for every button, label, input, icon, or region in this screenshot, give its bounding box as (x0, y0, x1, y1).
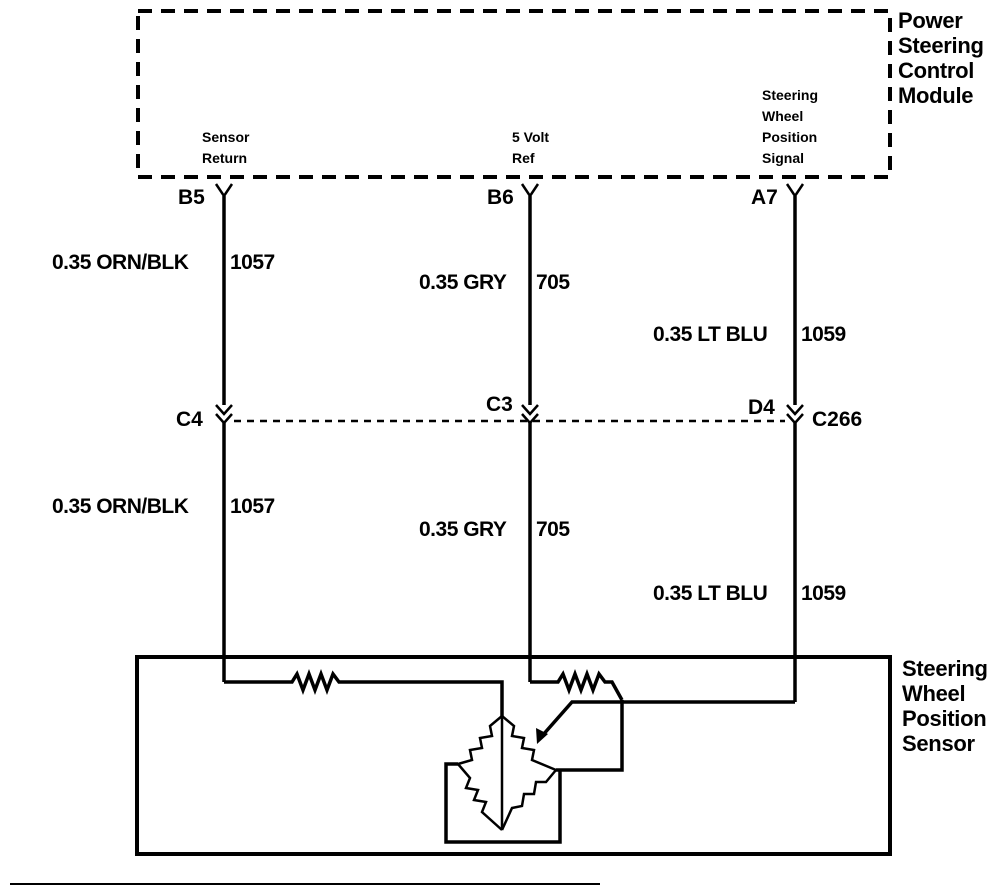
wire-lower-1-color: 0.35 ORN/BLK (52, 495, 189, 518)
wire-lower-3-color: 0.35 LT BLU (653, 582, 767, 605)
wire-upper-2-circuit: 705 (536, 271, 570, 294)
terminal-c3: C3 (486, 393, 513, 416)
wire-upper-3-circuit: 1059 (801, 323, 846, 346)
sensor-box (135, 655, 892, 856)
sensor-name: Steering Wheel Position Sensor (902, 656, 993, 756)
wire-lower-1-circuit: 1057 (230, 495, 275, 518)
terminal-c4: C4 (176, 408, 203, 431)
sensor-internal-circuit (224, 669, 795, 844)
wire-upper-1-circuit: 1057 (230, 251, 275, 274)
control-module-name: Power Steering Control Module (898, 8, 989, 108)
connector-name: C266 (812, 408, 862, 431)
pin-a7: A7 (751, 186, 778, 209)
control-module-box (136, 9, 892, 179)
wire-upper-3-color: 0.35 LT BLU (653, 323, 767, 346)
wire-upper-1-color: 0.35 ORN/BLK (52, 251, 189, 274)
wire-upper-2-color: 0.35 GRY (419, 271, 507, 294)
wire-lower-3-circuit: 1059 (801, 582, 846, 605)
terminal-d4: D4 (748, 396, 775, 419)
pin-b5: B5 (178, 186, 205, 209)
pin-name-5v-ref: 5 Volt Ref (512, 129, 553, 166)
pin-name-swp-signal: Steering Wheel Position Signal (762, 87, 822, 166)
wire-lower-2-color: 0.35 GRY (419, 518, 507, 541)
pin-name-sensor-return: Sensor Return (202, 129, 253, 166)
pin-b6: B6 (487, 186, 514, 209)
wire-lower-2-circuit: 705 (536, 518, 570, 541)
